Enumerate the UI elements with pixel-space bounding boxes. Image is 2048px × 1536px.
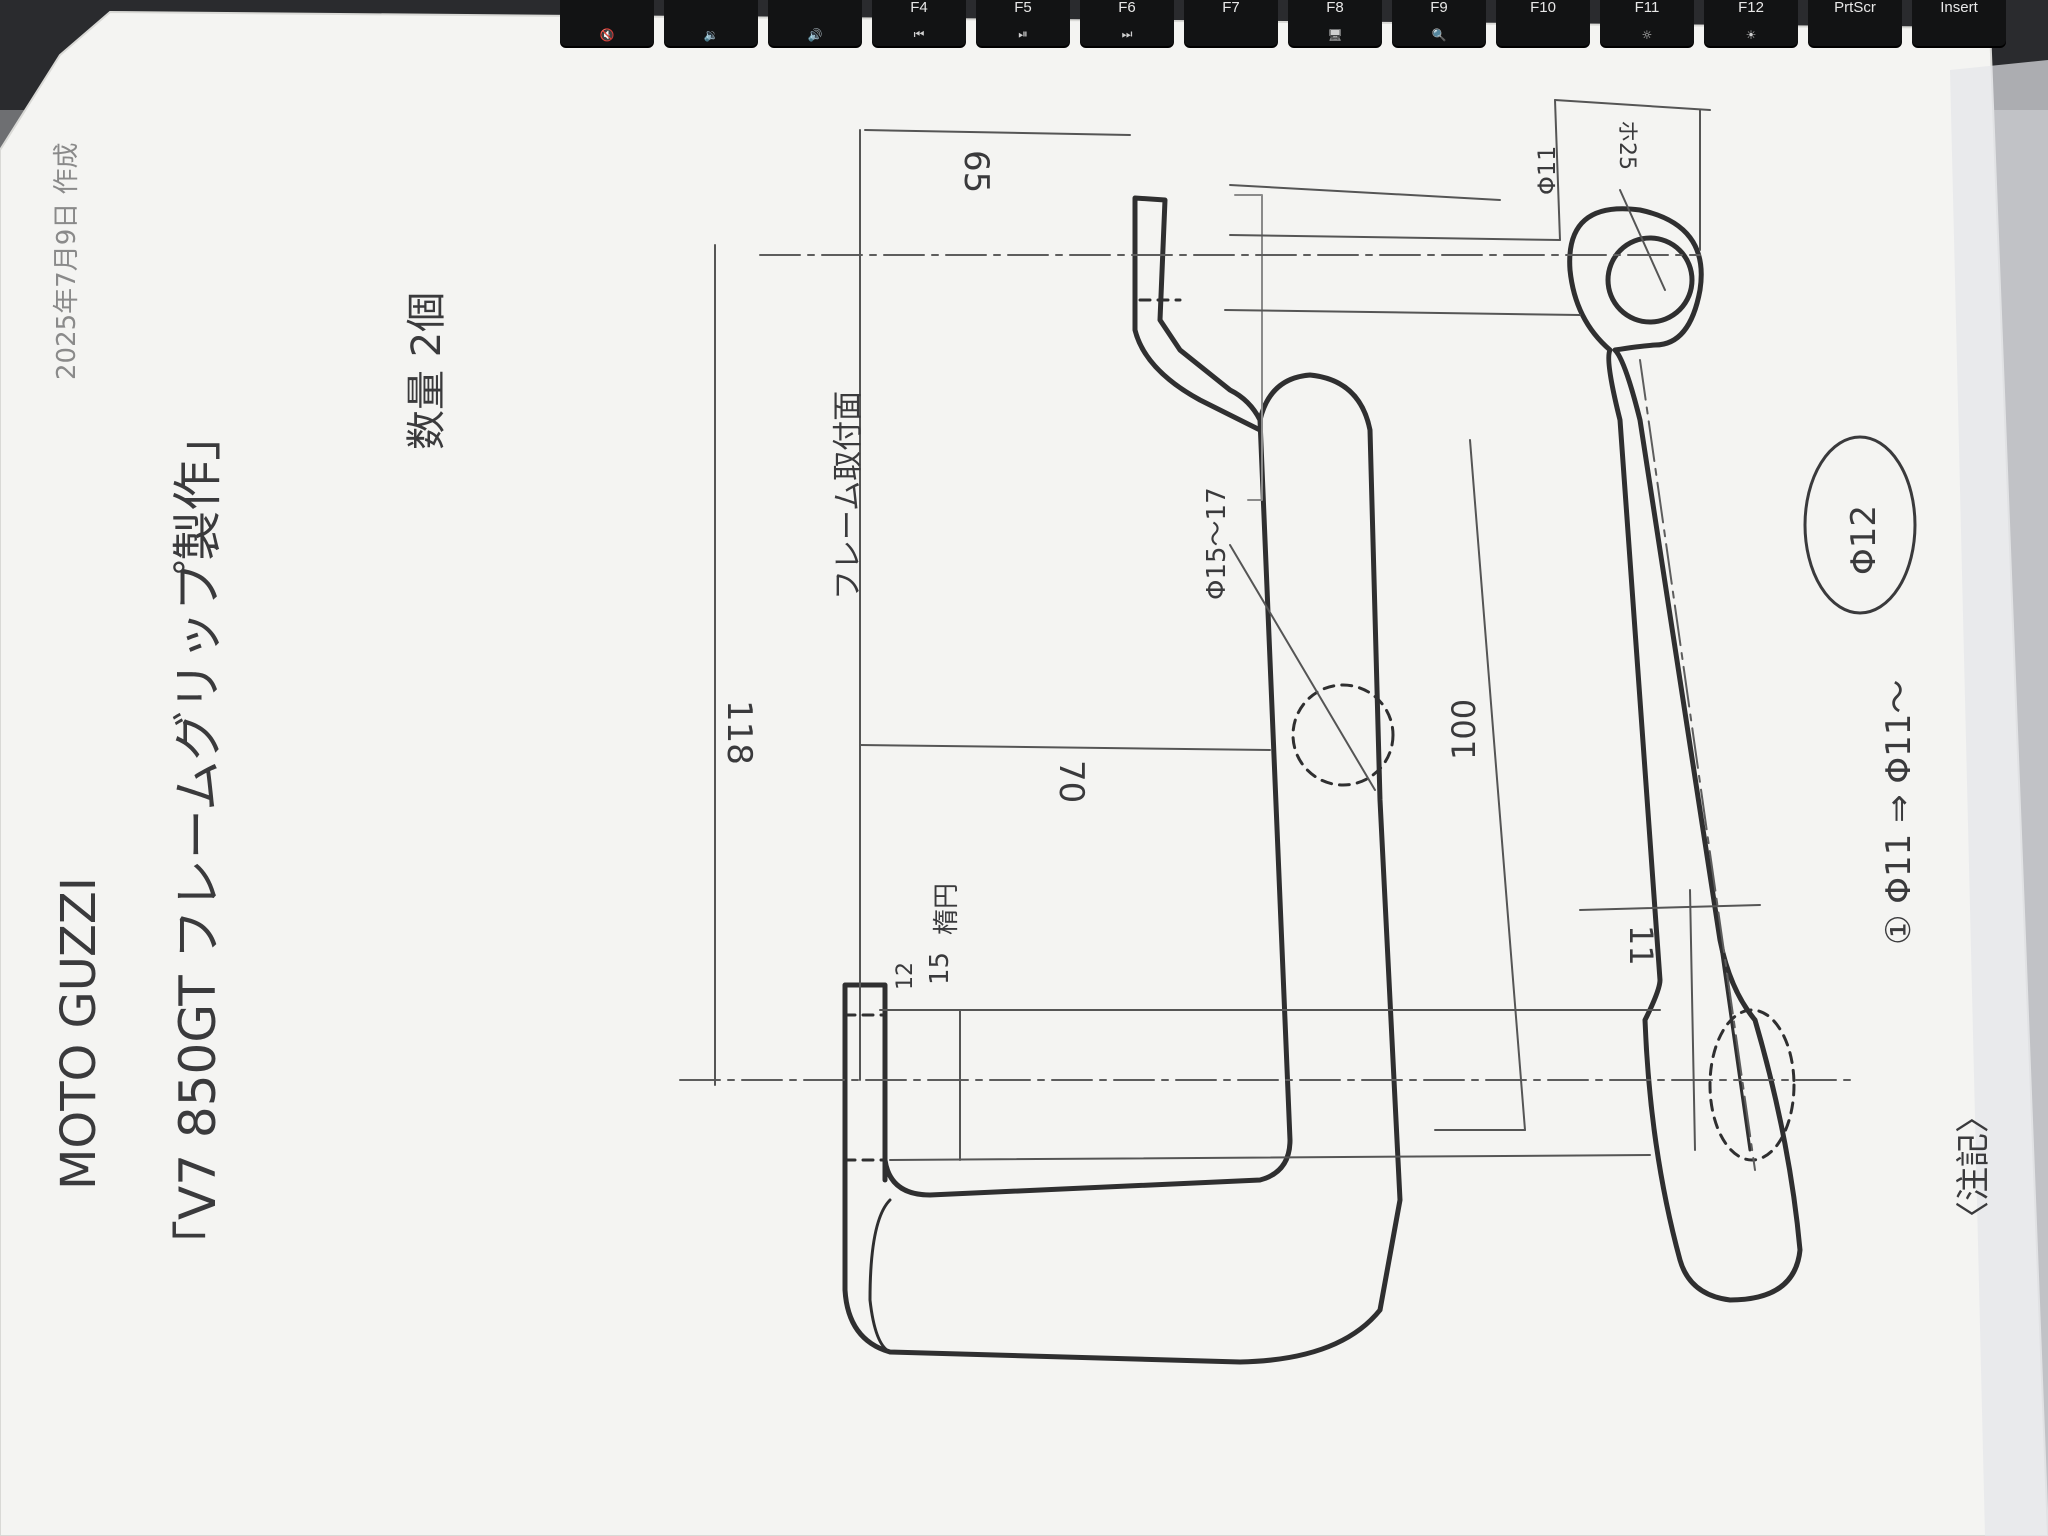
keyboard-key[interactable]: F5 ⏯ xyxy=(976,0,1070,46)
note-line: ① Φ11 ⇒ Φ11～ xyxy=(1879,680,1919,945)
note-heading: 〈注記〉 xyxy=(1954,1099,1994,1235)
key-label: F9 xyxy=(1430,0,1448,16)
keyboard-key[interactable]: F11 ☼ xyxy=(1600,0,1694,46)
keyboard-key[interactable]: F10 xyxy=(1496,0,1590,46)
keyboard-key[interactable]: F6 ⏭ xyxy=(1080,0,1174,46)
dim-118: 118 xyxy=(719,700,759,765)
dim-phi15-17: Φ15～17 xyxy=(1202,487,1232,600)
key-glyph-icon: 🖥 xyxy=(1327,28,1343,42)
dim-phi-hole: Φ11 xyxy=(1533,146,1561,195)
key-label: Insert xyxy=(1940,0,1978,16)
key-glyph-icon: 🔇 xyxy=(599,28,615,42)
key-label: F5 xyxy=(1014,0,1032,16)
key-glyph-icon: ⏯ xyxy=(1018,27,1028,41)
dim-25: ホ25 xyxy=(1614,120,1639,170)
key-label: PrtScr xyxy=(1834,0,1876,16)
keyboard-key[interactable]: 🔊 xyxy=(768,0,862,46)
keyboard-key[interactable]: Insert xyxy=(1912,0,2006,46)
key-label: F10 xyxy=(1530,0,1556,16)
center-lines xyxy=(679,254,1851,1171)
keyboard-key[interactable]: F8 🖥 xyxy=(1288,0,1382,46)
key-glyph-icon: 🔊 xyxy=(807,28,823,42)
side-view-ghost-tab xyxy=(1234,194,1263,501)
keyboard-key[interactable]: PrtScr xyxy=(1808,0,1902,46)
dim-70: 70 xyxy=(1051,760,1091,803)
dim-100: 100 xyxy=(1445,699,1483,760)
key-glyph-icon: 🔉 xyxy=(703,28,719,42)
dim-oval-label: 楕円 xyxy=(932,883,962,935)
key-label: F8 xyxy=(1326,0,1344,16)
mount-face-label: フレーム取付面 xyxy=(831,391,866,600)
brand-label: MOTO GUZZI xyxy=(51,877,107,1190)
plan-view-hidden-oval xyxy=(1708,1008,1796,1162)
dim-fraction-bottom: 15 xyxy=(925,952,955,985)
dim-11: 11 xyxy=(1622,925,1660,966)
key-glyph-icon: 🔍 xyxy=(1431,28,1447,42)
keyboard-key[interactable]: 🔇 xyxy=(560,0,654,46)
key-label: F6 xyxy=(1118,0,1136,16)
keyboard-key[interactable]: F12 ☀ xyxy=(1704,0,1798,46)
key-glyph-icon: ⏮ xyxy=(913,27,925,41)
key-label: F12 xyxy=(1738,0,1764,16)
key-label: F4 xyxy=(910,0,928,16)
drawing-title: 「V7 850GT フレームグリップ製作」 xyxy=(169,411,227,1270)
keyboard-key[interactable]: F7 xyxy=(1184,0,1278,46)
key-label: F11 xyxy=(1634,0,1660,16)
circled-value: Φ12 xyxy=(1844,505,1884,575)
key-glyph-icon: ☼ xyxy=(1641,28,1653,42)
dim-fraction-top: 12 xyxy=(893,962,918,990)
date-note: 2025年7月9日 作成 xyxy=(52,142,82,380)
paper-sheet xyxy=(0,10,2048,1536)
quantity-label: 数量 2個 xyxy=(404,292,450,450)
key-glyph-icon: ⏭ xyxy=(1121,27,1133,41)
plastic-sleeve-edge xyxy=(1950,60,2048,1536)
circled-value-ring xyxy=(1803,435,1917,615)
key-glyph-icon: ☀ xyxy=(1745,28,1757,42)
dim-65: 65 xyxy=(956,150,996,193)
key-label: F7 xyxy=(1222,0,1240,16)
plan-view-rod xyxy=(1567,206,1803,1303)
keyboard-key[interactable]: 🔉 xyxy=(664,0,758,46)
keyboard-key[interactable]: F9 🔍 xyxy=(1392,0,1486,46)
side-view-grip xyxy=(842,195,1403,1365)
keyboard-key[interactable]: F4 ⏮ xyxy=(872,0,966,46)
side-view-hidden-lines xyxy=(843,298,1395,1162)
dimension-lines xyxy=(714,99,1761,1161)
